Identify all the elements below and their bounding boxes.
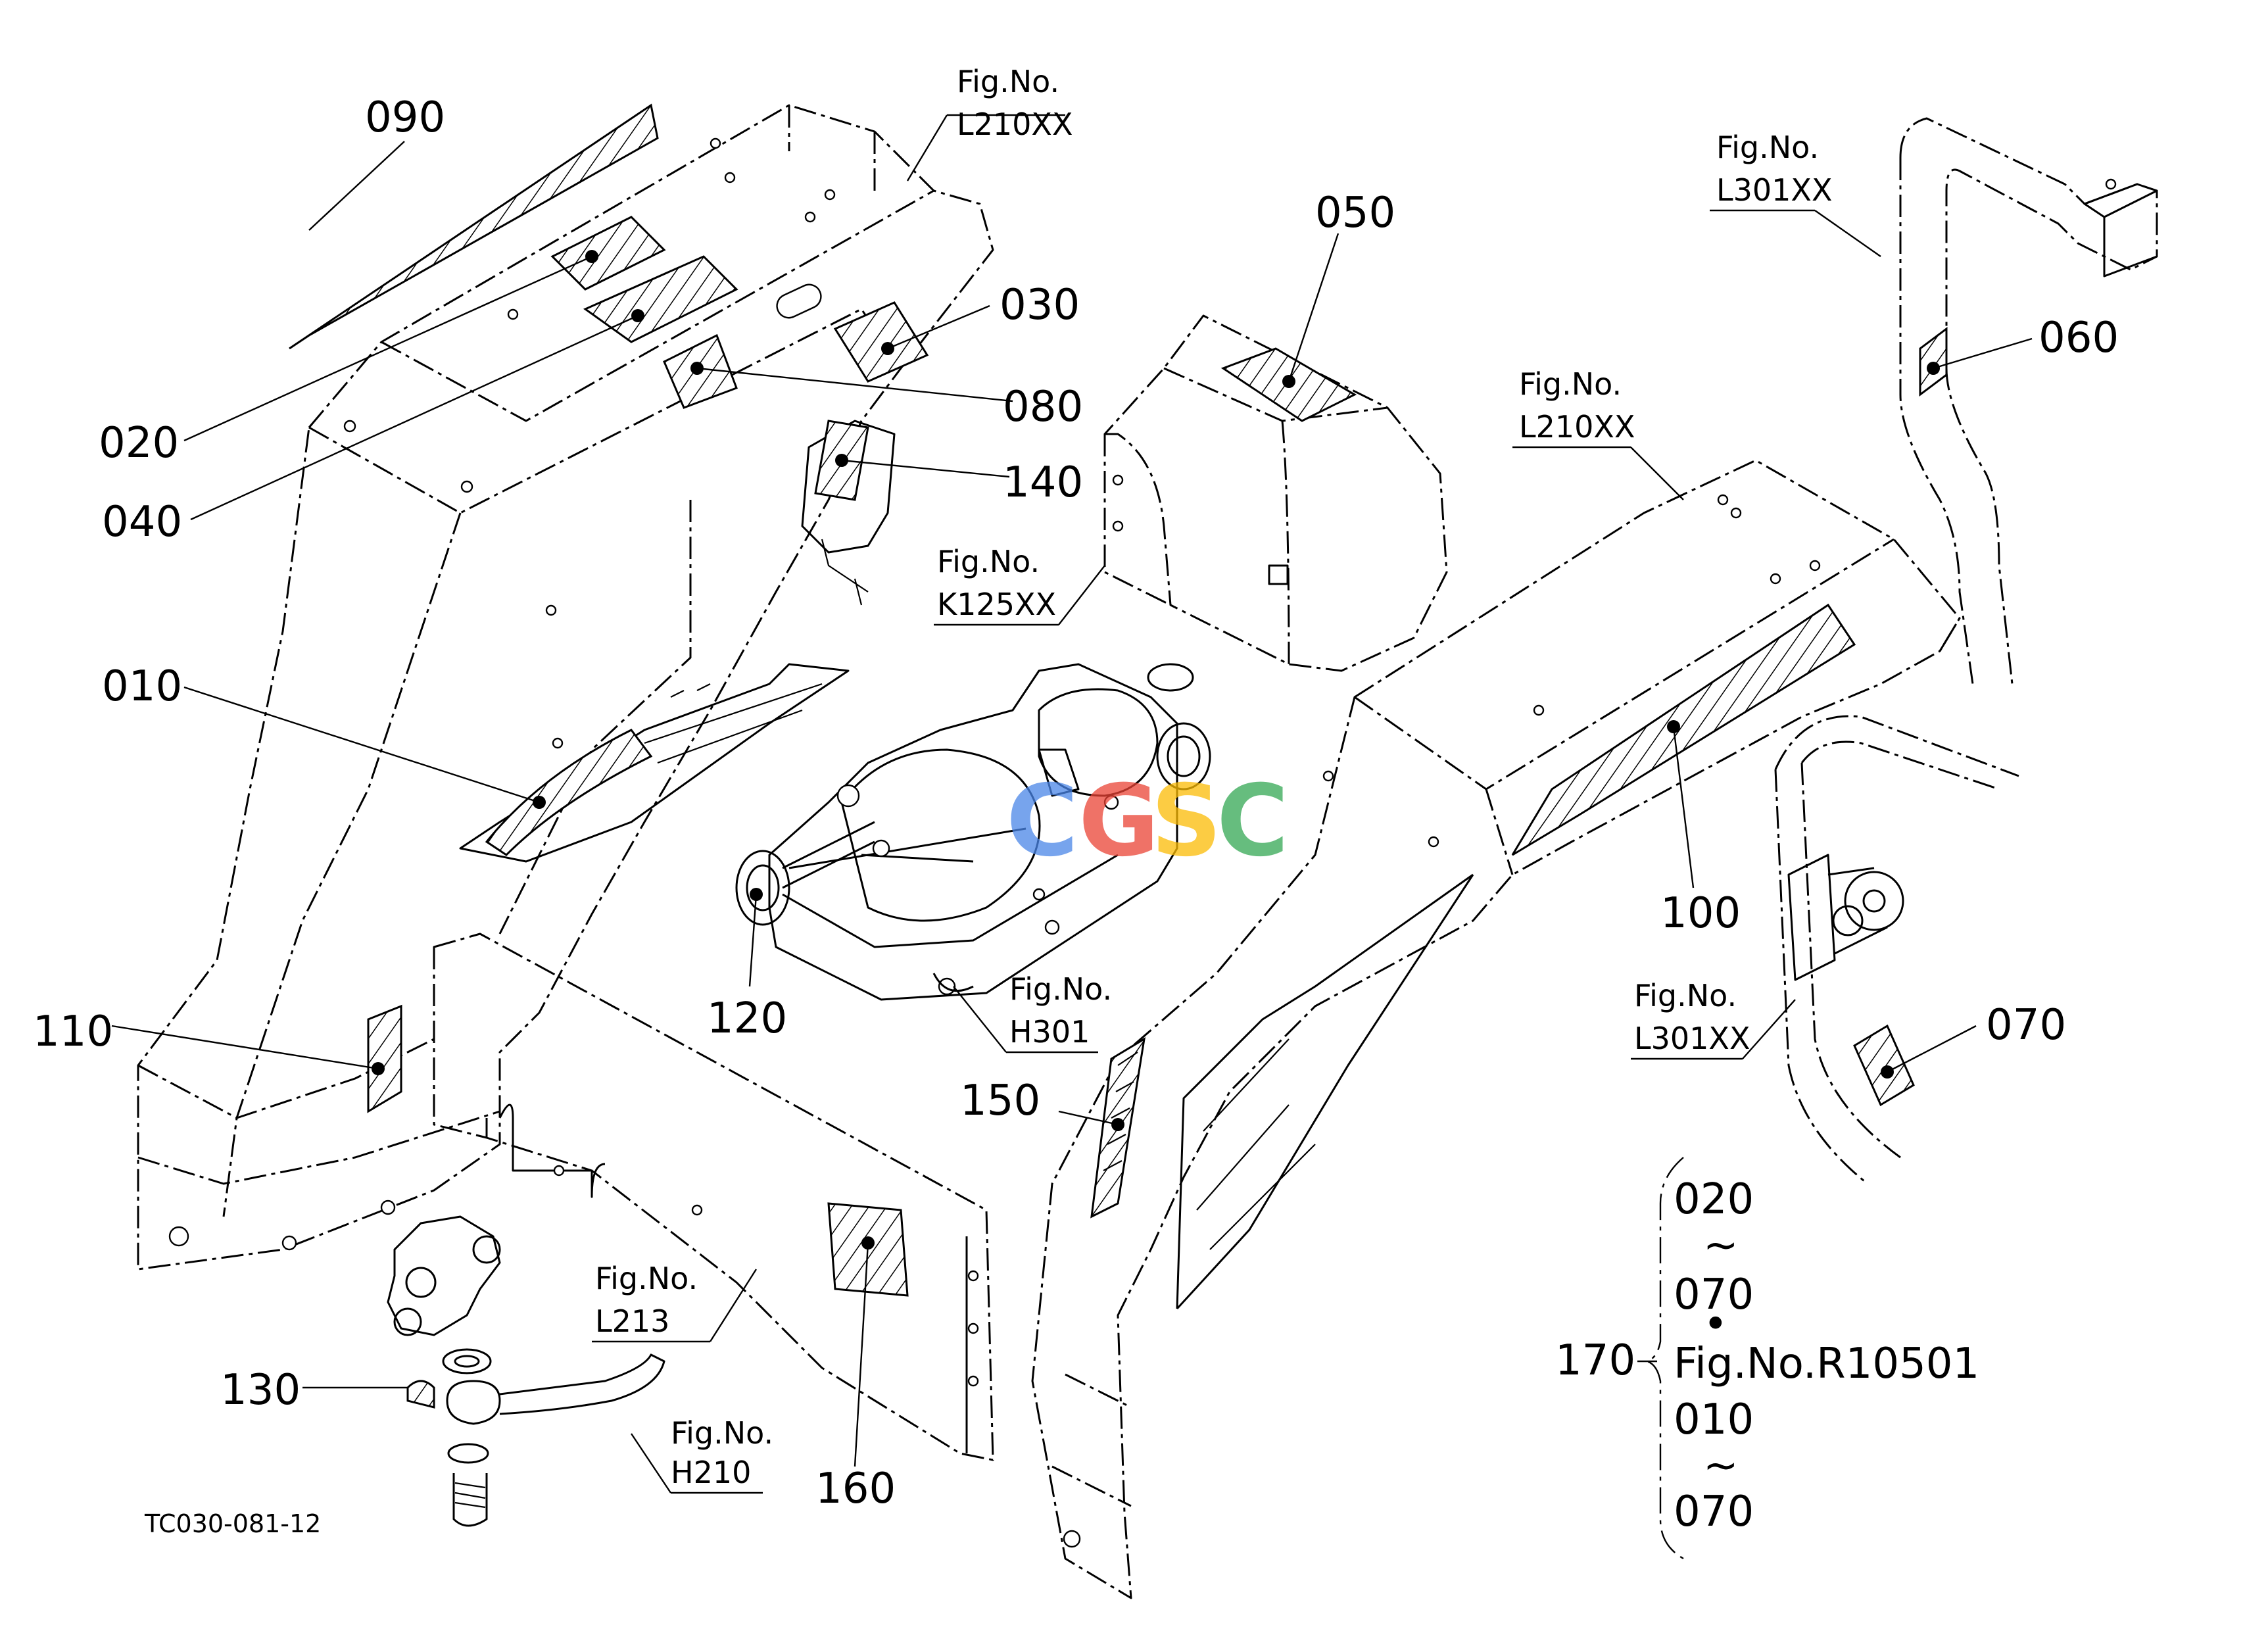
decal-030 [833,301,929,383]
fig-l301-bottom-line2: L301XX [1634,1021,1750,1056]
fig-k125-line2: K125XX [937,587,1056,622]
legend-line4: 010 [1674,1395,1754,1444]
watermark-letter: C [1217,764,1289,879]
fig-l210-left-line2: L210XX [957,107,1073,142]
label-110: 110 [33,1007,113,1056]
label-100: 100 [1660,889,1741,938]
decal-070 [1853,1024,1915,1107]
left-fender-holes [168,137,836,1251]
fig-l210-right-line1: Fig.No. [1519,366,1622,402]
hydraulic-fitting [387,1215,665,1527]
label-090: 090 [365,93,445,142]
fig-h301-line2: H301 [1009,1014,1090,1050]
watermark-letter: C [1006,764,1078,879]
rops-upper [1899,117,2158,685]
rops-lower [1774,715,2019,1185]
fig-reference-labels: Fig.No. L210XX Fig.No. L301XX Fig.No. K1… [595,64,1832,1490]
set-legend: 020 ~ 070 • Fig.No.R10501 010 ~ 070 [1637,1157,1979,1560]
label-160: 160 [815,1465,896,1513]
leader-dots [372,250,1940,1250]
label-120: 120 [707,994,787,1043]
fig-l213-line1: Fig.No. [595,1261,698,1296]
part-number-labels: 090 020 040 010 110 030 080 140 050 060 … [33,93,2119,1513]
diagram-code: TC030-081-12 [144,1509,321,1538]
watermark: C G S C [1006,764,1289,879]
decal-110 [367,1004,402,1113]
left-fender-outline [137,104,994,1271]
label-010: 010 [102,662,182,711]
legend-line5: 070 [1674,1488,1754,1536]
decal-040 [583,255,738,343]
label-070: 070 [1986,1001,2066,1050]
legend-line1: 020 [1674,1175,1754,1224]
console-cover [433,933,994,1461]
fig-h210-line2: H210 [671,1455,751,1490]
label-140: 140 [1003,458,1083,507]
fig-h210-line1: Fig.No. [671,1415,773,1451]
leader-lines [111,114,2033,1494]
fig-l210-left-line1: Fig.No. [957,64,1059,99]
fig-k125-line1: Fig.No. [937,544,1040,579]
legend-line2: 070 [1674,1271,1754,1319]
decal-010 [485,729,653,856]
hood-cover [1103,314,1448,672]
legend-line3: Fig.No.R10501 [1674,1340,1979,1388]
label-150: 150 [960,1077,1040,1125]
fig-l301-bottom-line1: Fig.No. [1634,978,1737,1013]
label-060: 060 [2039,314,2119,362]
fig-l213-line2: L213 [595,1303,669,1339]
watermark-letter: G [1078,764,1159,879]
label-170: 170 [1555,1336,1635,1385]
fig-l210-right-line2: L210XX [1519,409,1635,445]
fig-l301-top-line2: L301XX [1716,172,1832,208]
legend-bullet: • [1703,1300,1728,1349]
decal-090 [289,103,659,350]
fig-h301-line1: Fig.No. [1009,971,1112,1007]
legend-tilde2: ~ [1703,1442,1739,1490]
right-fender-outline [1031,459,1961,1599]
label-080: 080 [1003,383,1083,431]
hydraulic-unit [735,663,1211,1001]
decal-020 [550,216,666,291]
watermark-letter: S [1151,764,1222,879]
decal-100 [1511,603,1856,856]
label-040: 040 [102,498,182,546]
label-050: 050 [1315,189,1395,237]
label-020: 020 [99,419,179,468]
fig-l301-top-line1: Fig.No. [1716,130,1819,165]
legend-tilde1: ~ [1703,1221,1739,1270]
label-030: 030 [1000,281,1080,329]
label-130: 130 [220,1366,301,1415]
